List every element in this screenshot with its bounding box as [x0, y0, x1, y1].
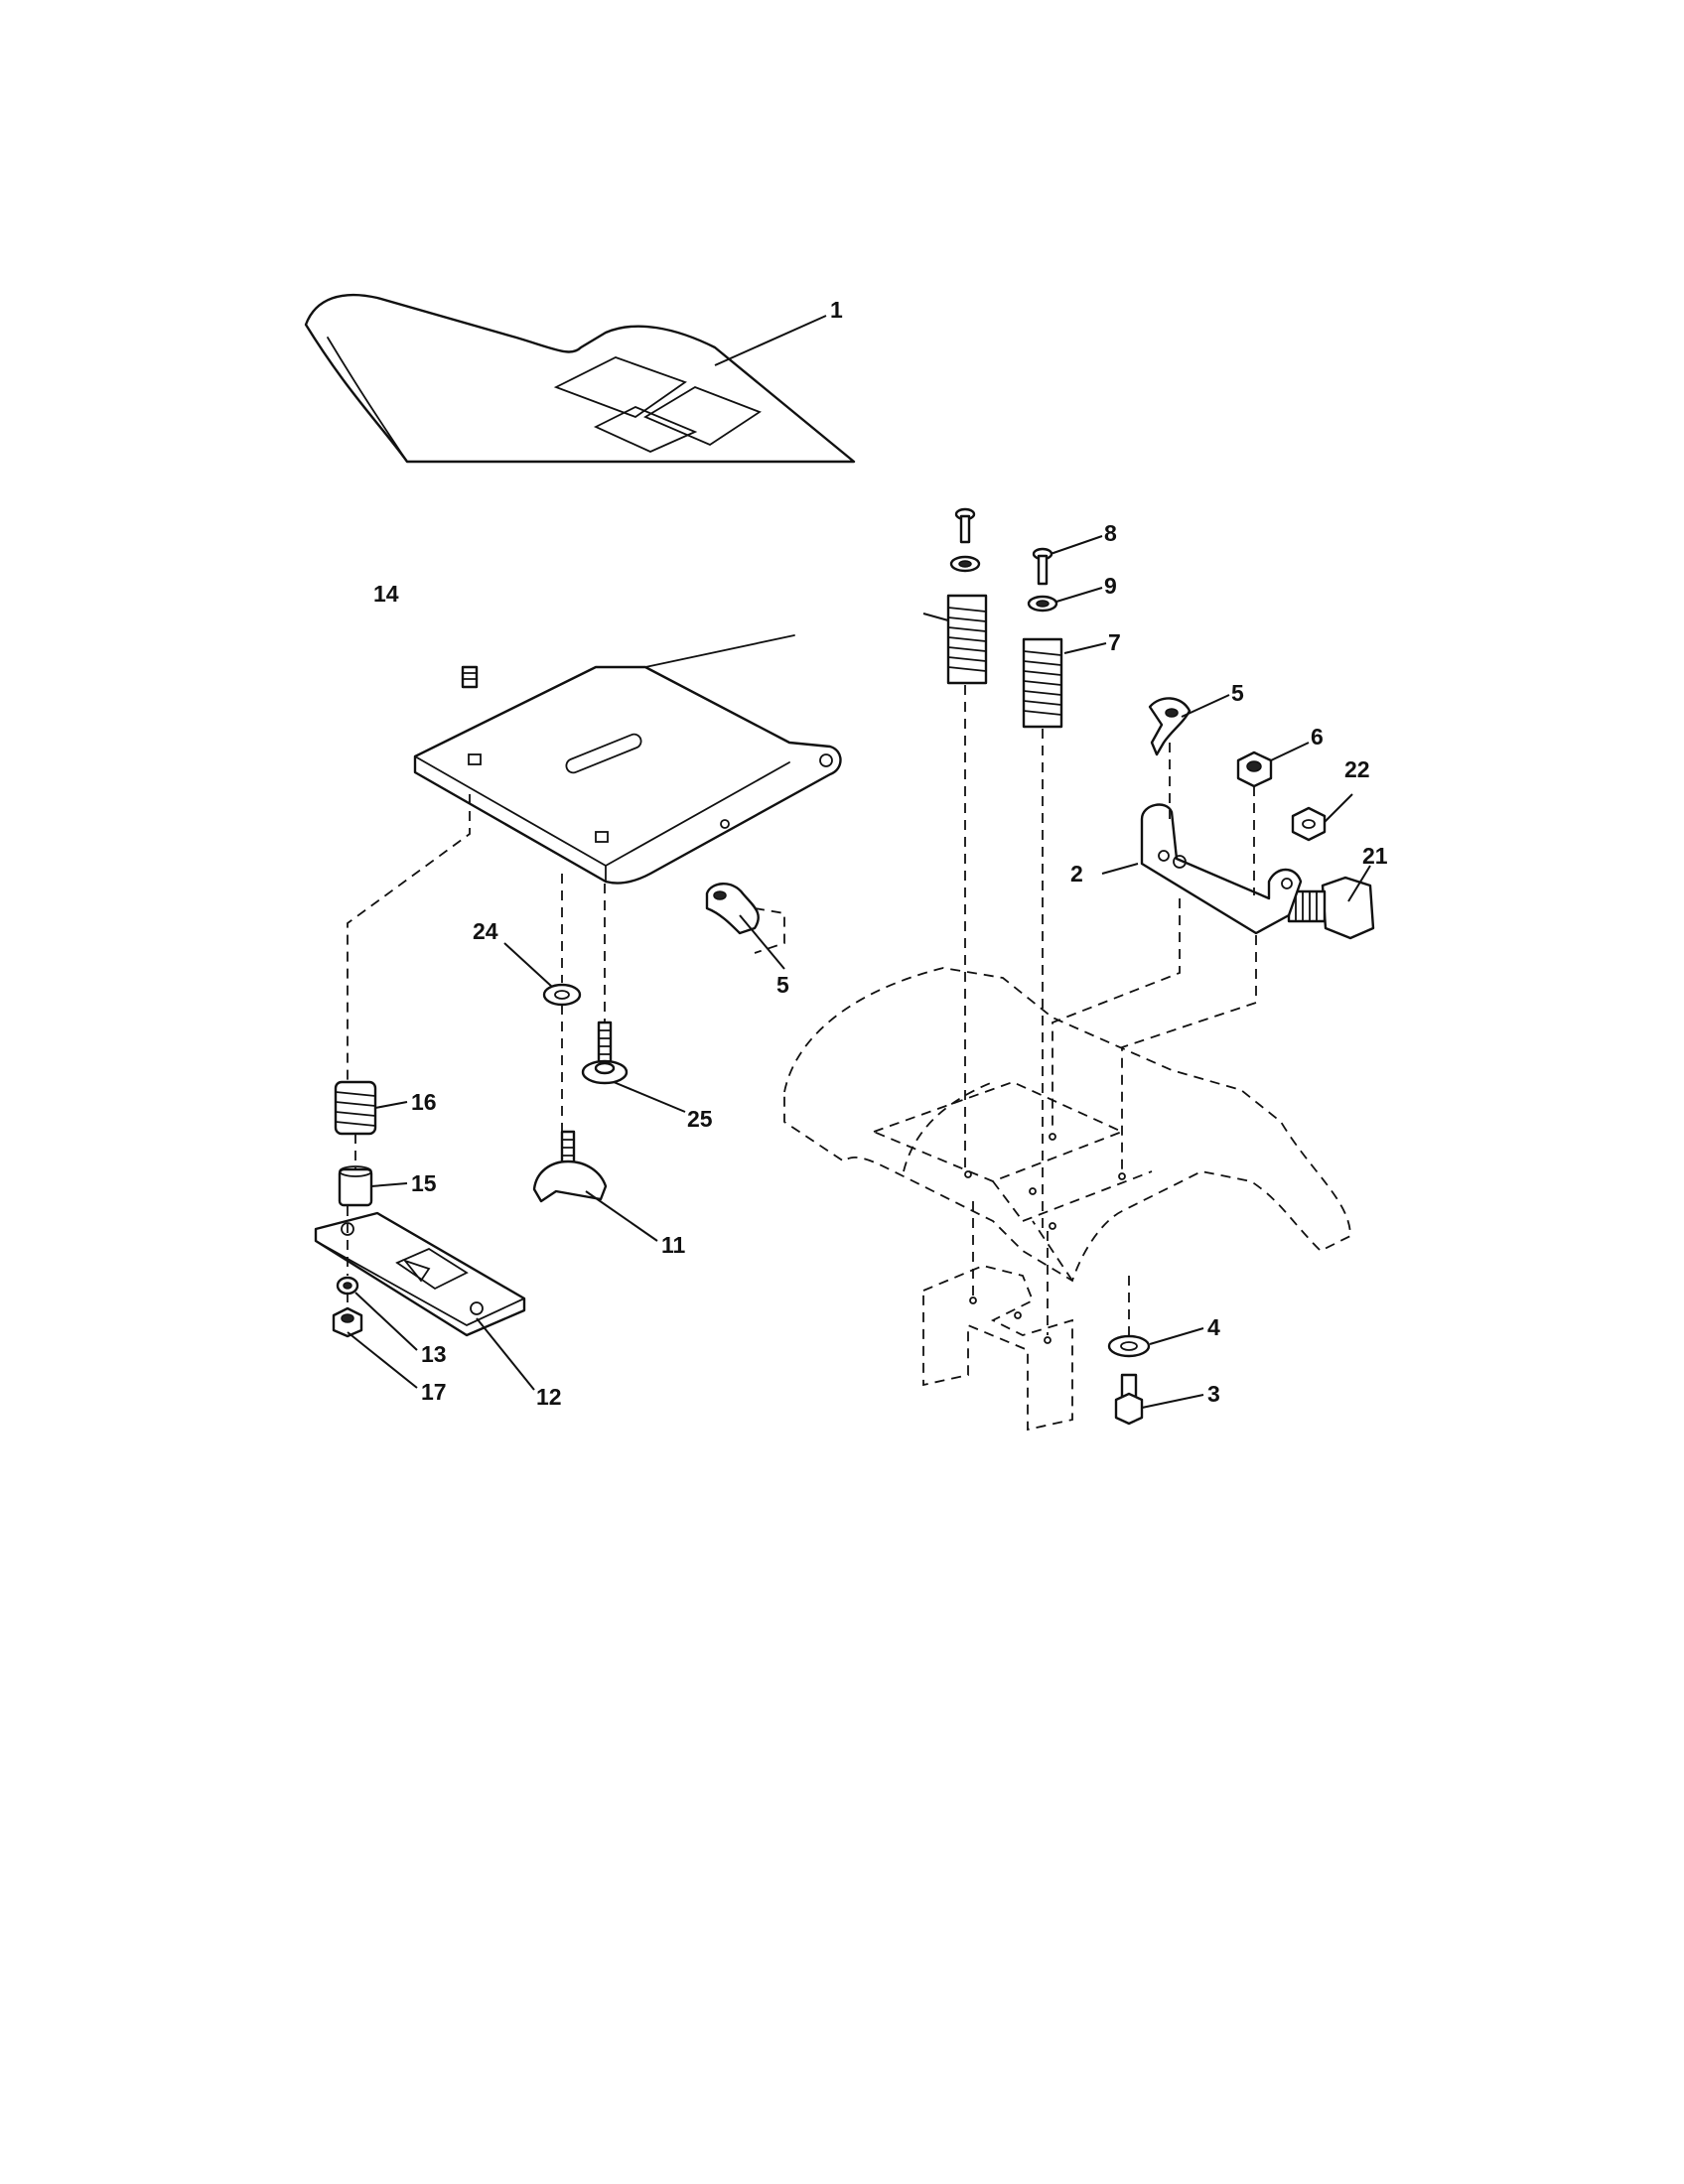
washer-24	[542, 983, 582, 1007]
nut-6	[1236, 751, 1273, 788]
callout-14: 14	[373, 581, 399, 607]
spring-7	[1022, 637, 1063, 729]
callout-6: 6	[1311, 724, 1324, 750]
seat-pan	[413, 634, 842, 885]
nut-22	[1291, 806, 1327, 842]
washer-9-left	[949, 555, 981, 573]
callouts: 1 2 3 4 5 5 6 7 8 9 11 12 13 14 15 16 17…	[373, 297, 1388, 1410]
bolt-21	[1287, 876, 1375, 940]
bolt-3	[1114, 1373, 1144, 1426]
seat	[304, 293, 856, 464]
callout-4: 4	[1207, 1314, 1220, 1340]
callout-5b: 5	[776, 972, 789, 998]
callout-22: 22	[1344, 756, 1370, 782]
nut-17	[332, 1306, 363, 1338]
mower-frame	[783, 967, 1351, 1432]
callout-16: 16	[411, 1089, 437, 1115]
bolt-14	[461, 665, 479, 689]
knob-11	[532, 1130, 608, 1203]
callout-2: 2	[1070, 861, 1083, 887]
nut-13	[336, 1276, 359, 1296]
callout-15: 15	[411, 1170, 437, 1196]
washer-9	[1027, 595, 1058, 613]
screw-8	[1032, 547, 1053, 586]
washer-4	[1107, 1334, 1151, 1358]
callout-12: 12	[536, 1384, 562, 1410]
callout-5a: 5	[1231, 680, 1244, 706]
leader-lines	[347, 315, 1371, 1409]
screw-8-left	[954, 507, 976, 544]
callout-21: 21	[1362, 843, 1388, 869]
callout-1: 1	[830, 297, 843, 323]
callout-24: 24	[473, 918, 498, 944]
callout-25: 25	[687, 1106, 713, 1132]
spring-16	[334, 1080, 377, 1136]
callout-13: 13	[421, 1341, 447, 1367]
callout-11: 11	[661, 1232, 686, 1258]
callout-8: 8	[1104, 520, 1117, 546]
callout-9: 9	[1104, 573, 1117, 599]
callout-3: 3	[1207, 1381, 1220, 1407]
bolt-25	[581, 1021, 629, 1085]
callout-17: 17	[421, 1379, 447, 1405]
clip-5-left	[705, 883, 760, 935]
spring-7-left	[946, 594, 988, 685]
callout-7: 7	[1108, 629, 1121, 655]
spacer-15	[338, 1165, 373, 1207]
plate-12	[314, 1211, 526, 1337]
assembly-lines	[347, 685, 1257, 1336]
bracket-2	[1140, 803, 1303, 935]
